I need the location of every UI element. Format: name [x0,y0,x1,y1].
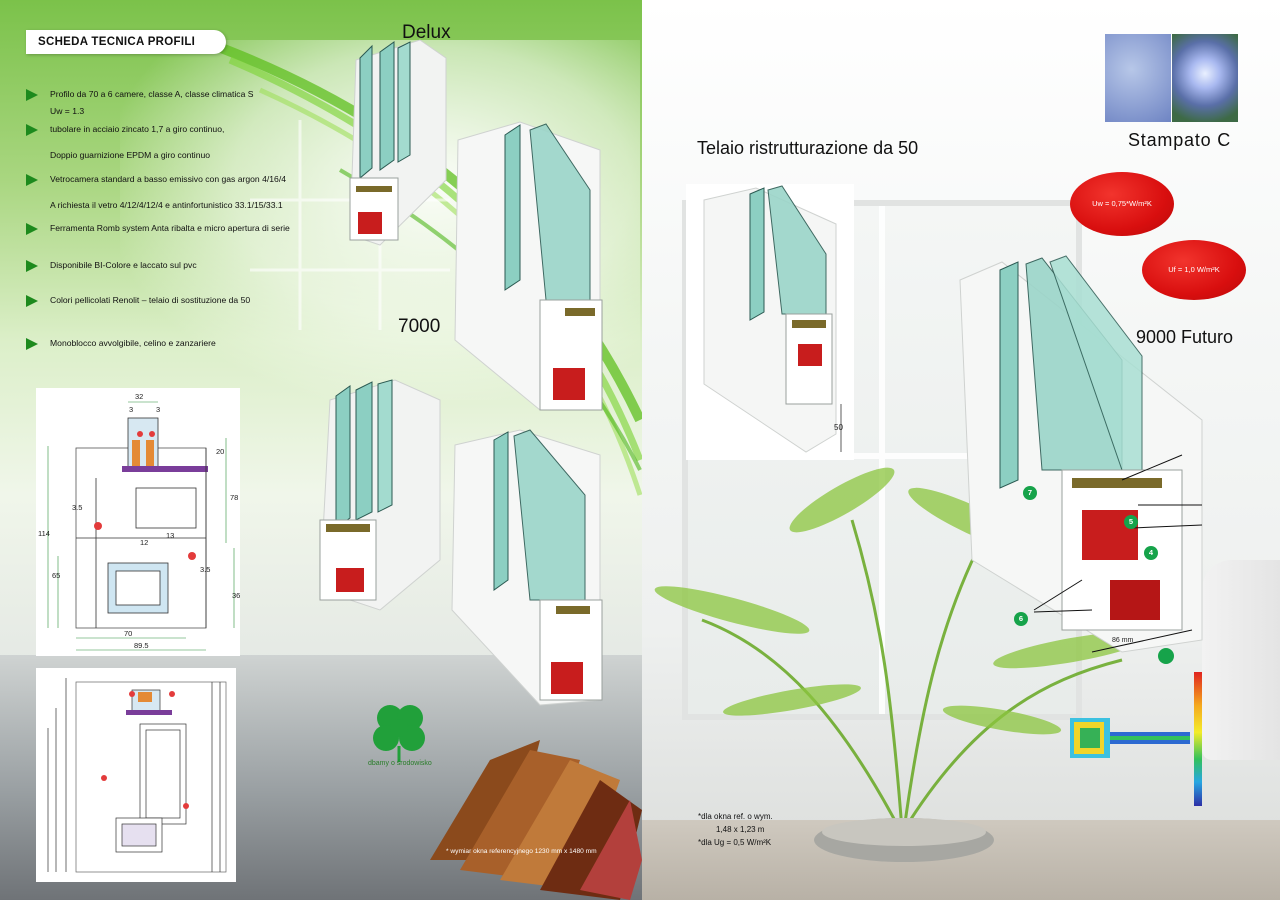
profile-delux-label: Delux [402,22,451,43]
dim-3-5b-label: 3.5 [200,565,210,574]
bullet-arrow-icon [26,338,38,350]
uw-badge: Uw = 0,75*W/m²K [1070,172,1174,236]
telaio-label: Telaio ristrutturazione da 50 [697,138,919,158]
bullet-arrow-icon [26,295,38,307]
footnote: *dla okna ref. o wym. 1,48 x 1,23 m *dla… [698,810,773,849]
futuro-label: 9000 Futuro [1136,327,1234,347]
eco-slogan: dbamy o środowisko [368,760,432,767]
marker-4: 4 [1144,546,1158,560]
thermal-color-scale [1194,672,1202,806]
bullet-arrow-icon [26,260,38,272]
spec-title: SCHEDA TECNICA PROFILI [26,30,226,54]
dim-20-label: 20 [216,447,224,456]
technical-drawing-section [36,668,236,882]
reference-size-note: * wymiar okna referencyjnego 1230 mm x 1… [446,848,597,855]
bullet-arrow-icon [26,174,38,186]
telaio-profile-panel: 50 [686,184,854,460]
bullet-arrow-icon [26,89,38,101]
dim-3-5a-label: 3.5 [72,503,82,512]
stampato-flower-image [1172,34,1238,122]
left-page: SCHEDA TECNICA PROFILI Profilo da 70 a 6… [0,0,642,900]
footnote-line: 1,48 x 1,23 m [716,825,765,834]
uf-badge: Uf = 1,0 W/m²K [1142,240,1246,300]
bullet-arrow-icon [26,223,38,235]
dim-89-5-label: 89.5 [134,641,149,650]
dim-small-right-label: 3 [156,405,160,414]
clover-logo [373,705,425,762]
thermal-simulation-image [1070,718,1190,758]
glass-option-line: A richiesta il vetro 4/12/4/12/4 e antin… [50,200,283,210]
dim-13-label: 13 [166,531,174,540]
profile-7000-label: 7000 [398,316,441,337]
dim-70-label: 70 [124,629,132,638]
dim-small-left-label: 3 [129,405,133,414]
profile-image-lower-right [451,429,603,706]
technical-drawing-profile: 32 3 3 20 78 114 3.5 12 13 3.5 65 36 70 … [36,388,240,656]
dim-78-label: 78 [230,493,238,502]
gasket-line: Doppio guarnizione EPDM a giro continuo [50,150,211,160]
dim-36-label: 36 [232,591,240,600]
footnote-line: *dla Ug = 0,5 W/m²K [698,838,772,847]
wood-color-swatches [430,740,642,900]
marker-dot [1158,648,1174,664]
dim-12-label: 12 [140,538,148,547]
marker-6: 6 [1014,612,1028,626]
marker-7: 7 [1023,486,1037,500]
futuro-profile-image: 86 mm [959,255,1203,653]
uw-line: Uw = 1.3 [50,106,85,116]
width-dim-label: 86 mm [1112,637,1134,644]
profile-image-lower-left [319,379,441,611]
bullet-arrow-icon [26,124,38,136]
telaio-dim-label: 50 [834,423,843,432]
stampato-glass-sample-image [1105,34,1171,122]
p7000-profile-image [454,121,603,411]
marker-5: 5 [1124,515,1138,529]
delux-profile-image [349,39,447,246]
dim-114-label: 114 [38,529,50,538]
sofa [1202,560,1280,760]
profile-renders [319,39,642,900]
dim-65-label: 65 [52,571,60,580]
footnote-line: *dla okna ref. o wym. [698,812,773,821]
right-page: Stampato C Telaio ristrutturazione da 50… [642,0,1280,900]
dim-top-label: 32 [135,392,143,401]
stampato-label: Stampato C [1128,130,1232,150]
